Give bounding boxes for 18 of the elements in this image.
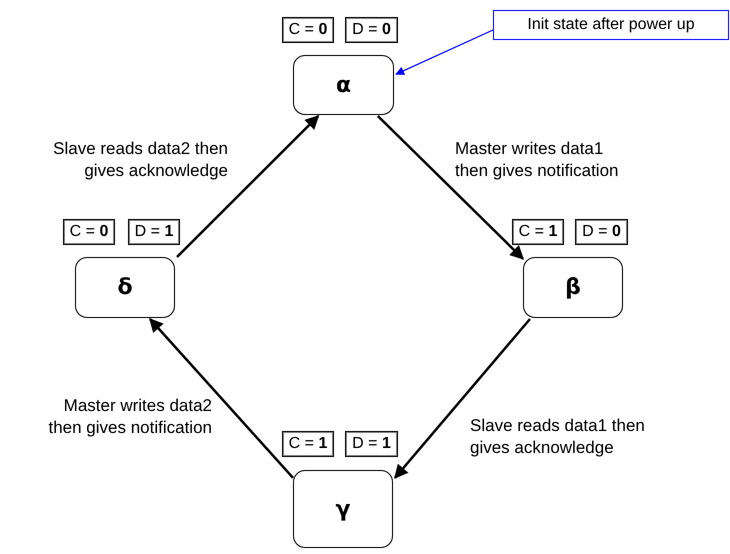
state-flag-box: D = 1 — [128, 219, 180, 245]
state-flag-box: D = 1 — [345, 431, 398, 457]
state-flag-box: C = 1 — [512, 219, 564, 245]
arrow — [149, 318, 294, 479]
arrow — [376, 115, 524, 260]
arrow — [395, 29, 494, 75]
state-flag-box: C = 0 — [63, 219, 115, 245]
arrow — [176, 115, 320, 258]
state-flag-box: C = 0 — [282, 17, 334, 43]
note-box: Init state after power up — [493, 10, 729, 40]
arrow — [394, 318, 531, 479]
state-box: α — [293, 55, 394, 115]
state-flag-box: D = 0 — [575, 219, 628, 245]
state-box: γ — [293, 470, 393, 548]
state-flag-box: D = 0 — [345, 17, 398, 43]
state-flag-box: C = 1 — [282, 431, 334, 457]
state-box: δ — [75, 257, 175, 318]
state-box: β — [523, 257, 623, 318]
